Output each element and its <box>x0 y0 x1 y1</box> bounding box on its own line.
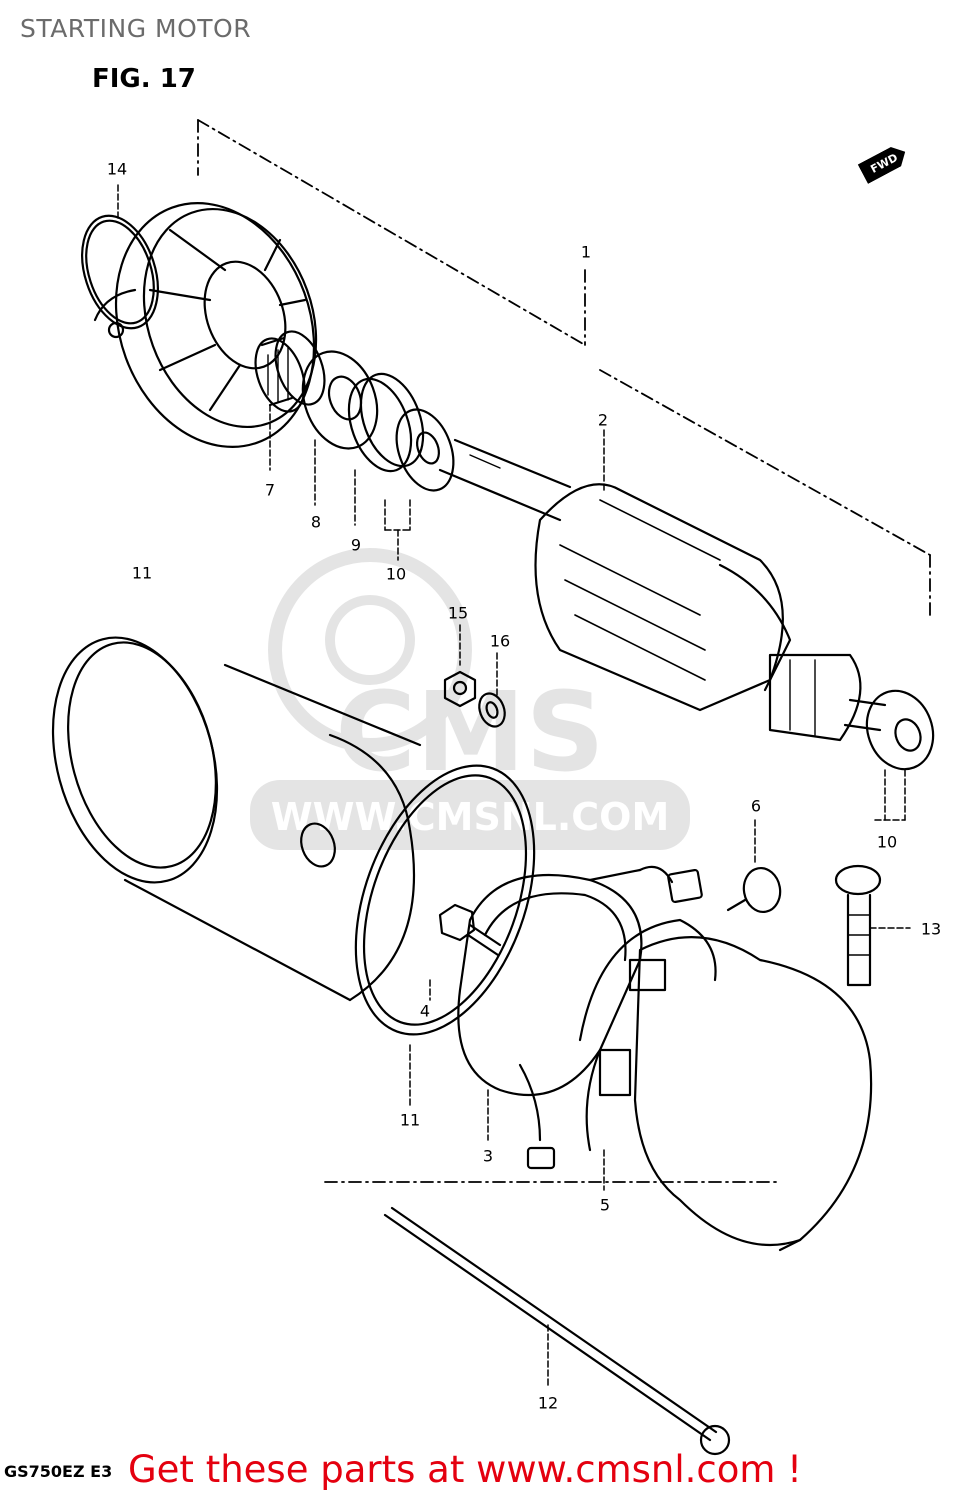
part-end-cover <box>93 202 318 448</box>
part-12-through-bolt <box>383 1206 731 1456</box>
footer-parts-link[interactable]: Get these parts at www.cmsnl.com ! <box>128 1448 803 1491</box>
callout-11-bottom: 11 <box>399 1110 421 1130</box>
part-10-washer-right <box>865 689 935 771</box>
part-10-washer-left <box>395 408 455 492</box>
part-11-o-ring <box>354 764 536 1036</box>
callout-14: 14 <box>106 159 128 179</box>
part-8-spacer <box>301 350 379 450</box>
part-4-terminal-bolt <box>438 903 502 957</box>
part-yoke-housing <box>51 636 422 1002</box>
callout-8: 8 <box>310 512 322 532</box>
callout-5: 5 <box>599 1195 611 1215</box>
callout-1: 1 <box>580 242 592 262</box>
figure-label: FIG. 17 <box>92 64 196 94</box>
page-title: STARTING MOTOR <box>20 14 252 43</box>
model-code: GS750EZ E3 <box>4 1462 113 1481</box>
part-5-end-cover <box>578 918 873 1252</box>
watermark-logo: CMS WWW.CMSNL.COM <box>250 548 690 850</box>
callout-9: 9 <box>350 535 362 555</box>
part-2-armature <box>438 438 887 742</box>
callout-10-right: 10 <box>876 832 898 852</box>
callout-11-top: 11 <box>131 563 153 583</box>
callout-10-left: 10 <box>385 564 407 584</box>
callout-4: 4 <box>419 1001 431 1021</box>
assembly-outline-1 <box>197 119 931 616</box>
callout-12: 12 <box>537 1393 559 1413</box>
callout-3: 3 <box>482 1146 494 1166</box>
part-13-screw <box>834 864 882 987</box>
callout-13: 13 <box>920 919 942 939</box>
callout-16: 16 <box>489 631 511 651</box>
part-3-brush-holder <box>457 865 703 1170</box>
part-15-nut <box>443 670 477 708</box>
callout-7: 7 <box>264 480 276 500</box>
part-7-bearing <box>254 330 326 413</box>
callout-15: 15 <box>447 603 469 623</box>
callout-6: 6 <box>750 796 762 816</box>
watermark-url: WWW.CMSNL.COM <box>271 795 670 839</box>
part-16-washer <box>478 692 506 728</box>
callout-2: 2 <box>597 410 609 430</box>
part-6-grommet <box>726 867 782 913</box>
leader-lines <box>117 184 911 1386</box>
